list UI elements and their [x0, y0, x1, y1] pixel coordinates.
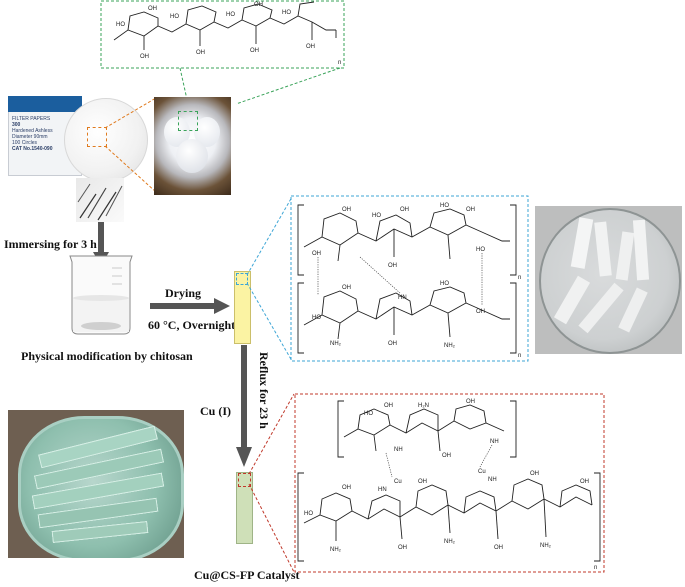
- zoom-connector-blue: [246, 196, 293, 362]
- oh-label: OH: [400, 207, 409, 213]
- oh-label: OH: [148, 6, 157, 12]
- oh-label: OH: [388, 263, 397, 269]
- h2n-label: H₂N: [418, 403, 429, 409]
- chitosan-strips-photo: [535, 206, 682, 354]
- oh-label: OH: [442, 453, 451, 459]
- cellulose-structure: OH HO OH HO OH HO OH OH HO OH n: [100, 0, 345, 69]
- oh-label: OH: [494, 545, 503, 551]
- ho-label: HO: [226, 12, 235, 18]
- oh-label: OH: [140, 54, 149, 60]
- ho-label: HO: [170, 14, 179, 20]
- fiber-micrograph: [76, 178, 124, 222]
- zoom-marker-green: [178, 111, 198, 131]
- box-text-line: FILTER PAPERS: [12, 116, 51, 122]
- petri-dish: [539, 208, 681, 354]
- label-immersing: Immersing for 3 h: [4, 237, 97, 251]
- oh-label: OH: [250, 48, 259, 54]
- oh-label: OH: [530, 471, 539, 477]
- oh-label: OH: [342, 485, 351, 491]
- box-text-line: 100 Circles: [12, 140, 38, 146]
- box-text-line: 300: [12, 122, 21, 128]
- n-subscript: n: [518, 353, 521, 359]
- ho-label: HO: [116, 22, 125, 28]
- box-side-panel: [8, 96, 82, 112]
- oh-label: OH: [418, 479, 427, 485]
- box-text-line: CAT No.1540-090: [12, 146, 53, 152]
- box-text-line: Diameter 90mm: [12, 134, 48, 140]
- oh-label: OH: [384, 403, 393, 409]
- ho-label: HO: [282, 10, 291, 16]
- oh-label: OH: [342, 207, 351, 213]
- zoom-connector-orange: [104, 97, 157, 193]
- copper-chitosan-structure: OH HO H₂N OH NH OH NH Cu Cu HN NH OH OH …: [294, 393, 605, 573]
- cotton-boll: [176, 139, 208, 173]
- ho-label: HO: [440, 281, 449, 287]
- ho-label: HO: [312, 315, 321, 321]
- chitosan-cellulose-structure: OH HO OH HO OH OH OH HO n OH HN HO OH HO…: [290, 195, 529, 362]
- nh-label: NH: [394, 447, 403, 453]
- label-drying: Drying: [165, 286, 201, 300]
- nh2-label: NH₂: [540, 543, 552, 549]
- nh-label: NH: [490, 439, 499, 445]
- oh-label: OH: [398, 545, 407, 551]
- ho-label: HO: [364, 411, 373, 417]
- n-subscript: n: [518, 275, 521, 281]
- cu-label: Cu: [478, 469, 486, 475]
- ho-label: HO: [304, 511, 313, 517]
- beaker: [69, 255, 133, 335]
- oh-label: OH: [306, 44, 315, 50]
- label-catalyst: Cu@CS-FP Catalyst: [194, 568, 300, 582]
- ho-label: HO: [476, 247, 485, 253]
- cu-label: Cu: [394, 479, 402, 485]
- zoom-marker-red: [238, 473, 251, 487]
- arrow-drying: [150, 298, 230, 314]
- oh-label: OH: [196, 50, 205, 56]
- oh-label: OH: [312, 251, 321, 257]
- n-subscript: n: [338, 60, 341, 66]
- nh2-label: NH₂: [444, 539, 456, 545]
- nh2-label: NH₂: [330, 547, 342, 553]
- oh-label: OH: [466, 207, 475, 213]
- oh-label: OH: [580, 479, 589, 485]
- fiber-strands: [77, 183, 123, 221]
- oh-label: OH: [388, 341, 397, 347]
- oh-label: OH: [466, 399, 475, 405]
- oh-label: OH: [342, 285, 351, 291]
- catalyst-paper-strip: [236, 472, 253, 544]
- oh-label: OH: [476, 309, 485, 315]
- nh2-label: NH₂: [330, 341, 342, 347]
- zoom-connector-red: [248, 393, 295, 573]
- ho-label: HO: [440, 203, 449, 209]
- box-text-line: Hardened Ashless: [12, 128, 53, 134]
- arrow-reflux: [236, 345, 252, 467]
- zoom-marker-orange: [87, 127, 107, 147]
- hn-label: HN: [398, 295, 407, 301]
- label-drying-conditions: 60 °C, Overnight: [148, 318, 236, 332]
- zoom-marker-blue: [236, 273, 248, 285]
- ho-label: HO: [372, 213, 381, 219]
- n-subscript: n: [594, 565, 597, 571]
- chitosan-paper-strip: [234, 271, 251, 344]
- hn-label: HN: [378, 487, 387, 493]
- oh-label: OH: [254, 2, 263, 8]
- cotton-photo: [154, 97, 231, 195]
- label-physical-modification: Physical modification by chitosan: [21, 349, 193, 363]
- nh-label: NH: [488, 477, 497, 483]
- catalyst-strips-photo: [8, 410, 184, 558]
- nh2-label: NH₂: [444, 343, 456, 349]
- label-copper: Cu (I): [200, 404, 232, 418]
